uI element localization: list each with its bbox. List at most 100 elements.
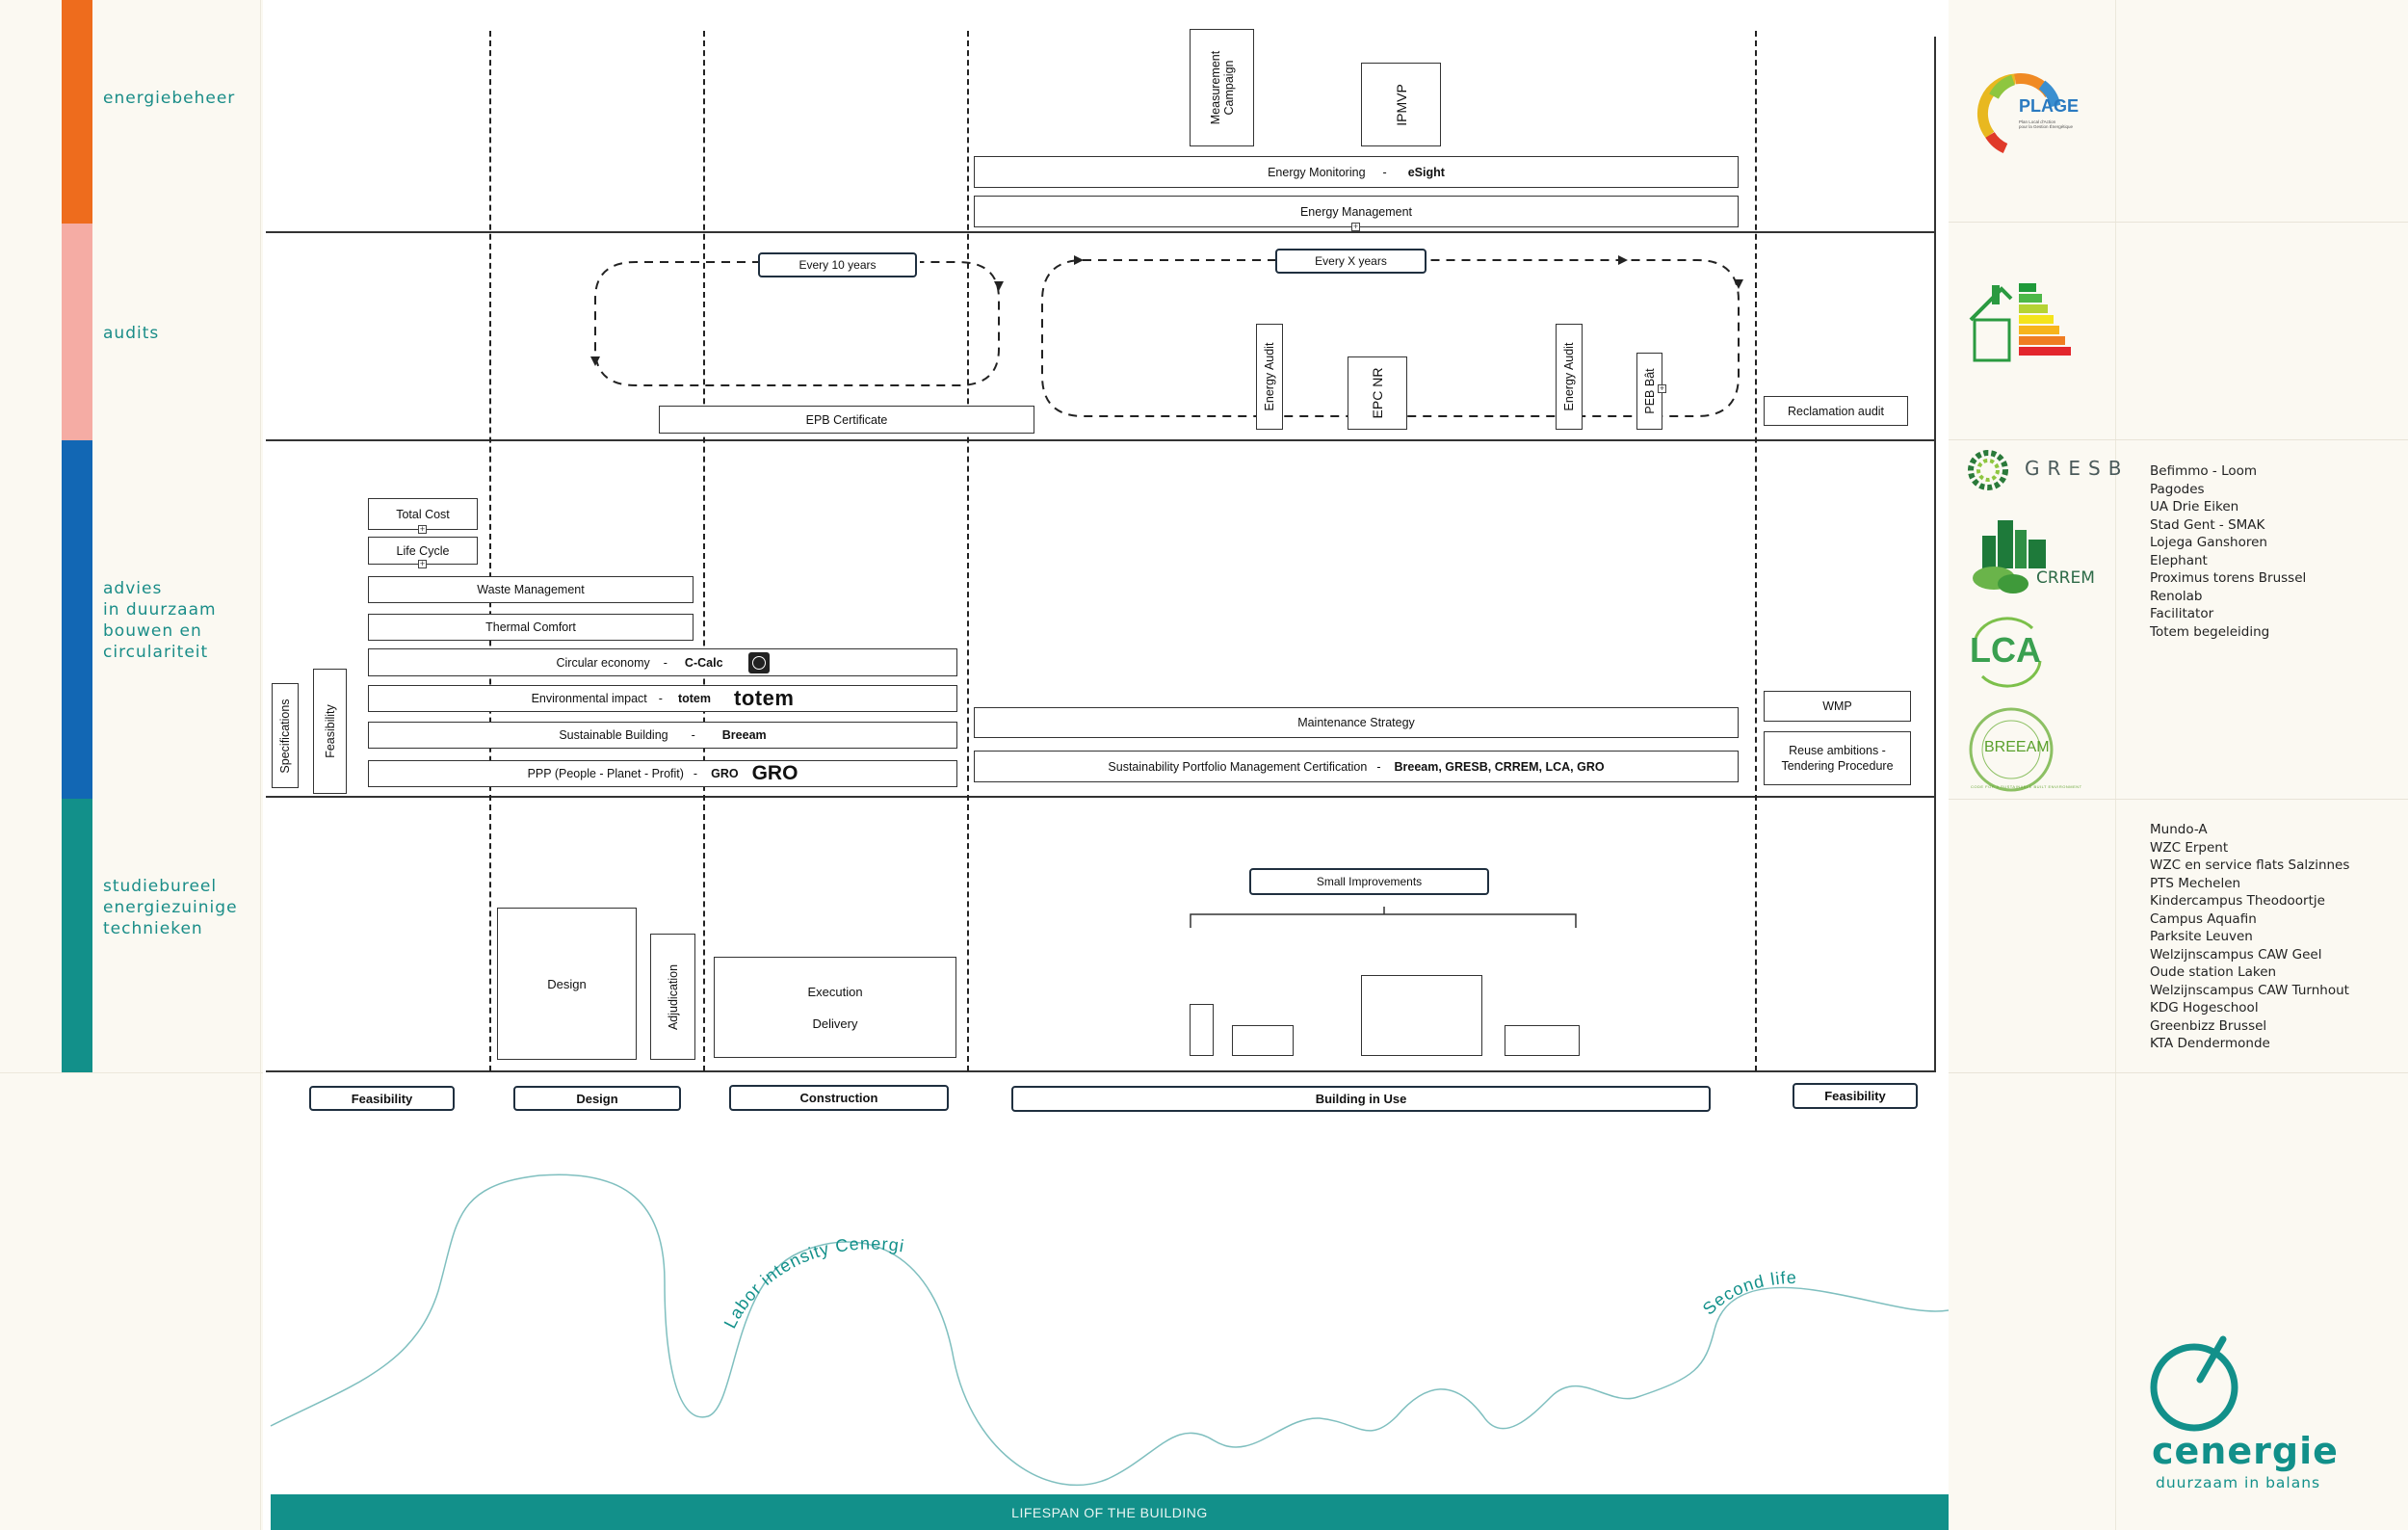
design-label: Design bbox=[547, 976, 587, 991]
execution-delivery-box: Execution Delivery bbox=[714, 957, 956, 1058]
total-cost-box: Total Cost bbox=[368, 498, 478, 530]
energy-monitoring-label: Energy Monitoring bbox=[1268, 165, 1366, 179]
c-calc-logo-icon bbox=[747, 651, 770, 673]
list-item: Proximus torens Brussel bbox=[2150, 570, 2307, 586]
gresb-logo: GRESB bbox=[1965, 447, 2121, 493]
plage-wordmark: PLAGE bbox=[2019, 96, 2080, 116]
improvement-box-4 bbox=[1505, 1025, 1580, 1056]
phase-construction[interactable]: Construction bbox=[729, 1085, 949, 1111]
environmental-impact-box: Environmental impact - totem totem bbox=[368, 685, 957, 712]
phase-divider-4 bbox=[1755, 31, 1757, 1071]
right-panel bbox=[1949, 0, 2408, 1530]
circular-economy-tool: C-Calc bbox=[684, 655, 723, 670]
ipmvp-box: IPMVP bbox=[1361, 63, 1441, 146]
life-cycle-box: Life Cycle bbox=[368, 537, 478, 565]
breeam-logo: BREEAM CODE FOR A SUSTAINABLE BUILT ENVI… bbox=[1965, 703, 2081, 800]
delivery-label: Delivery bbox=[812, 1016, 858, 1031]
arrow-2 bbox=[590, 356, 600, 366]
list-item: Pagodes bbox=[2150, 481, 2205, 497]
maintenance-strategy-box: Maintenance Strategy bbox=[974, 707, 1739, 738]
circular-economy-box: Circular economy - C-Calc bbox=[368, 648, 957, 676]
epc-label-icon bbox=[1965, 279, 2090, 366]
sustainable-building-box: Sustainable Building - Breeam bbox=[368, 722, 957, 749]
expand-icon[interactable]: + bbox=[418, 559, 427, 568]
environmental-impact-sep: - bbox=[658, 692, 663, 705]
list-item: Oude station Laken bbox=[2150, 964, 2277, 980]
energy-audit-2-box: Energy Audit bbox=[1556, 324, 1583, 430]
small-improvements-label: Small Improvements bbox=[1249, 868, 1489, 895]
list-item: Welzijnscampus CAW Turnhout bbox=[2150, 982, 2349, 998]
improvements-bracket bbox=[1190, 907, 1577, 928]
epb-certificate-box: EPB Certificate bbox=[659, 406, 1034, 434]
waste-management-box: Waste Management bbox=[368, 576, 694, 603]
list-item: WZC en service flats Salzinnes bbox=[2150, 857, 2350, 873]
band-audits bbox=[62, 224, 92, 440]
phase-feasibility-end[interactable]: Feasibility bbox=[1793, 1083, 1918, 1109]
projects-studie-list: Mundo-A WZC Erpent WZC en service flats … bbox=[2150, 821, 2349, 1053]
improvement-box-2 bbox=[1232, 1025, 1294, 1056]
maintenance-strategy-label: Maintenance Strategy bbox=[1297, 716, 1415, 729]
ppp-label: PPP (People - Planet - Profit) bbox=[527, 767, 684, 780]
lifespan-bar: LIFESPAN OF THE BUILDING bbox=[271, 1494, 1949, 1530]
list-item: WZC Erpent bbox=[2150, 839, 2229, 856]
band-advies bbox=[62, 440, 92, 799]
improvement-box-1 bbox=[1190, 1004, 1214, 1056]
crrem-city-icon bbox=[1973, 520, 2046, 594]
phase-design[interactable]: Design bbox=[513, 1086, 681, 1111]
plage-logo: PLAGE Plan Local d'Action pour la Gestio… bbox=[1975, 67, 2090, 154]
list-item: Campus Aquafin bbox=[2150, 910, 2257, 927]
totem-logo-icon: totem bbox=[734, 686, 795, 710]
ppp-box: PPP (People - Planet - Profit) - GRO GRO bbox=[368, 760, 957, 787]
sustainable-building-label: Sustainable Building bbox=[559, 728, 668, 742]
environmental-impact-tool: totem bbox=[677, 692, 711, 705]
circular-economy-sep: - bbox=[663, 655, 667, 670]
expand-icon[interactable]: + bbox=[1351, 222, 1360, 231]
expand-icon[interactable]: + bbox=[418, 524, 427, 534]
list-item: Totem begeleiding bbox=[2150, 623, 2270, 640]
reuse-ambitions-label: Reuse ambitions - Tendering Procedure bbox=[1781, 744, 1894, 773]
lca-arrows-icon bbox=[1973, 617, 2042, 688]
cycle-10-years bbox=[594, 261, 1000, 386]
list-item: KTA Dendermonde bbox=[2150, 1036, 2270, 1051]
thermal-comfort-label: Thermal Comfort bbox=[485, 620, 576, 634]
cenergie-mark-icon bbox=[2150, 1335, 2238, 1432]
sustainable-building-tool: Breeam bbox=[721, 728, 767, 742]
right-divider-3 bbox=[1949, 799, 2408, 800]
row-divider-4 bbox=[266, 1070, 1935, 1072]
cenergie-wordmark: cenergie bbox=[2152, 1430, 2339, 1472]
sustainable-building-sep: - bbox=[691, 728, 695, 742]
right-divider-4 bbox=[1949, 1072, 2408, 1073]
waste-management-label: Waste Management bbox=[477, 583, 585, 596]
category-advies: advies in duurzaam bouwen en circularite… bbox=[103, 579, 217, 662]
category-energiebeheer: energiebeheer bbox=[103, 89, 236, 108]
energy-monitoring-sep: - bbox=[1382, 165, 1387, 179]
phase-divider-2 bbox=[703, 31, 705, 1071]
adjudication-box: Adjudication bbox=[650, 934, 695, 1060]
list-item: Stad Gent - SMAK bbox=[2150, 516, 2265, 533]
row-divider-2 bbox=[266, 439, 1935, 441]
cenergie-logo: cenergie duurzaam in balans bbox=[2146, 1333, 2368, 1497]
left-divider bbox=[0, 1072, 263, 1073]
second-life-label: Second life bbox=[1699, 1268, 1797, 1319]
arrow-3 bbox=[1074, 255, 1084, 265]
phase-feasibility[interactable]: Feasibility bbox=[309, 1086, 455, 1111]
grid-right-border bbox=[1934, 37, 1936, 1072]
breeam-ring-icon bbox=[1969, 707, 2054, 792]
list-item: UA Drie Eiken bbox=[2150, 499, 2239, 514]
projects-advies-list: Befimmo - Loom Pagodes UA Drie Eiken Sta… bbox=[2150, 462, 2306, 641]
category-studiebureel: studiebureel energiezuinige technieken bbox=[103, 877, 238, 938]
energy-audit-1-box: Energy Audit bbox=[1256, 324, 1283, 430]
list-item: Parksite Leuven bbox=[2150, 929, 2253, 944]
category-audits: audits bbox=[103, 324, 160, 343]
specifications-box: Specifications bbox=[272, 683, 299, 788]
expand-icon[interactable]: + bbox=[1658, 383, 1666, 393]
cycle-x-years bbox=[1041, 259, 1740, 417]
row-divider-3 bbox=[266, 796, 1935, 798]
ppp-tool: GRO bbox=[711, 767, 739, 780]
band-studiebureel bbox=[62, 799, 92, 1072]
environmental-impact-label: Environmental impact bbox=[531, 692, 647, 705]
life-cycle-label: Life Cycle bbox=[396, 543, 450, 558]
phase-building-in-use[interactable]: Building in Use bbox=[1011, 1086, 1711, 1112]
every-x-years-label: Every X years bbox=[1275, 249, 1426, 274]
